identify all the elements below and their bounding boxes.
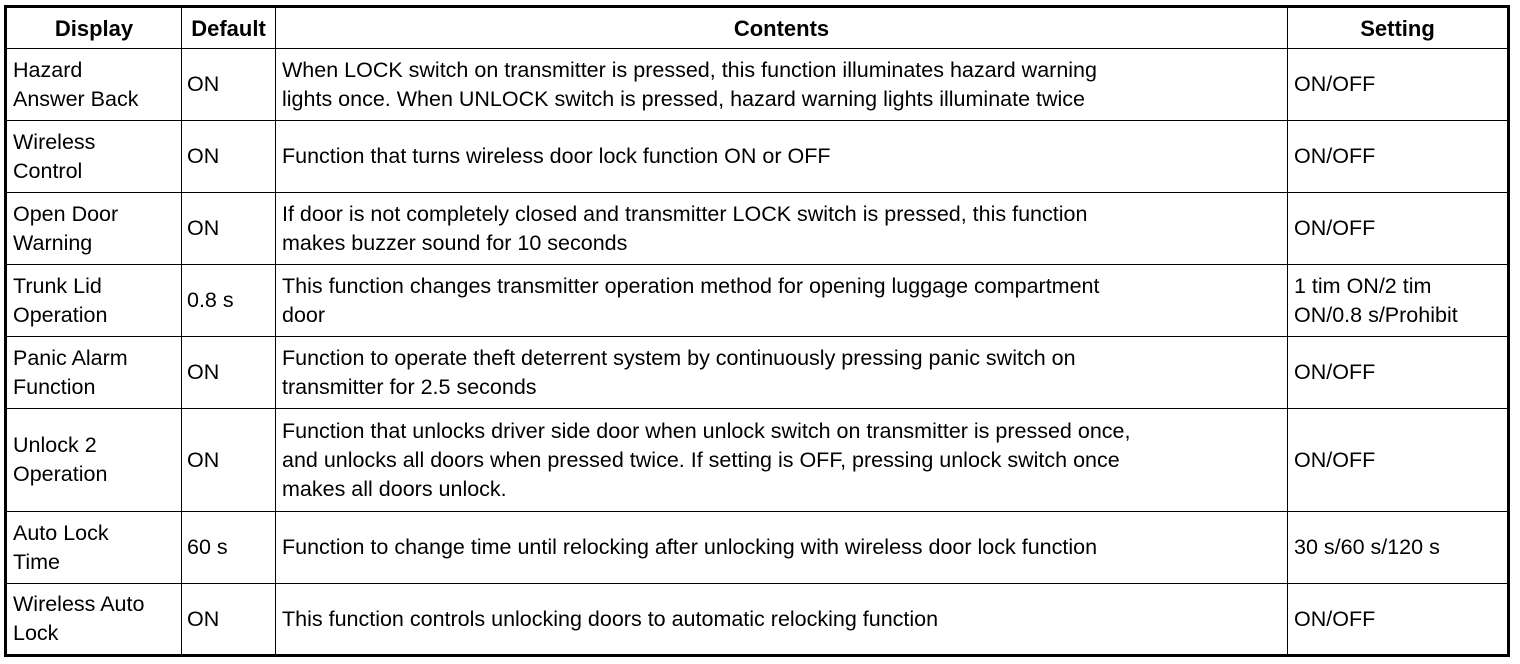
setting-cell: ON/OFF — [1287, 336, 1509, 409]
table-row: Panic Alarm Function ON Function to oper… — [5, 336, 1509, 409]
settings-table: Display Default Contents Setting Hazard … — [4, 5, 1510, 657]
contents-cell: Function that turns wireless door lock f… — [275, 120, 1288, 193]
setting-cell: ON/OFF — [1287, 48, 1509, 121]
table-row: Auto Lock Time 60 s Function to change t… — [5, 511, 1509, 584]
contents-cell: This function changes transmitter operat… — [275, 264, 1288, 337]
contents-cell: If door is not completely closed and tra… — [275, 192, 1288, 265]
default-cell: ON — [181, 192, 276, 265]
contents-cell: Function to change time until relocking … — [275, 511, 1288, 584]
setting-cell: 1 tim ON/2 tim ON/0.8 s/Prohibit — [1287, 264, 1509, 337]
table-row: Trunk Lid Operation 0.8 s This function … — [5, 264, 1509, 337]
header-setting: Setting — [1287, 6, 1509, 49]
display-cell: Hazard Answer Back — [5, 48, 182, 121]
display-cell: Panic Alarm Function — [5, 336, 182, 409]
header-default: Default — [181, 6, 276, 49]
table-row: Hazard Answer Back ON When LOCK switch o… — [5, 48, 1509, 121]
table-row: Unlock 2 Operation ON Function that unlo… — [5, 408, 1509, 512]
settings-table-container: Display Default Contents Setting Hazard … — [4, 5, 1510, 657]
contents-cell: This function controls unlocking doors t… — [275, 583, 1288, 656]
default-cell: 60 s — [181, 511, 276, 584]
contents-cell: Function that unlocks driver side door w… — [275, 408, 1288, 512]
setting-cell: ON/OFF — [1287, 583, 1509, 656]
default-cell: ON — [181, 120, 276, 193]
default-cell: ON — [181, 583, 276, 656]
header-row: Display Default Contents Setting — [5, 6, 1509, 49]
display-cell: Trunk Lid Operation — [5, 264, 182, 337]
default-cell: ON — [181, 408, 276, 512]
setting-cell: ON/OFF — [1287, 192, 1509, 265]
default-cell: 0.8 s — [181, 264, 276, 337]
header-display: Display — [5, 6, 182, 49]
contents-cell: Function to operate theft deterrent syst… — [275, 336, 1288, 409]
setting-cell: ON/OFF — [1287, 120, 1509, 193]
display-cell: Wireless Control — [5, 120, 182, 193]
default-cell: ON — [181, 336, 276, 409]
header-contents: Contents — [275, 6, 1288, 49]
default-cell: ON — [181, 48, 276, 121]
table-row: Wireless Auto Lock ON This function cont… — [5, 583, 1509, 656]
setting-cell: 30 s/60 s/120 s — [1287, 511, 1509, 584]
table-row: Wireless Control ON Function that turns … — [5, 120, 1509, 193]
display-cell: Unlock 2 Operation — [5, 408, 182, 512]
setting-cell: ON/OFF — [1287, 408, 1509, 512]
display-cell: Open Door Warning — [5, 192, 182, 265]
table-row: Open Door Warning ON If door is not comp… — [5, 192, 1509, 265]
contents-cell: When LOCK switch on transmitter is press… — [275, 48, 1288, 121]
display-cell: Auto Lock Time — [5, 511, 182, 584]
display-cell: Wireless Auto Lock — [5, 583, 182, 656]
